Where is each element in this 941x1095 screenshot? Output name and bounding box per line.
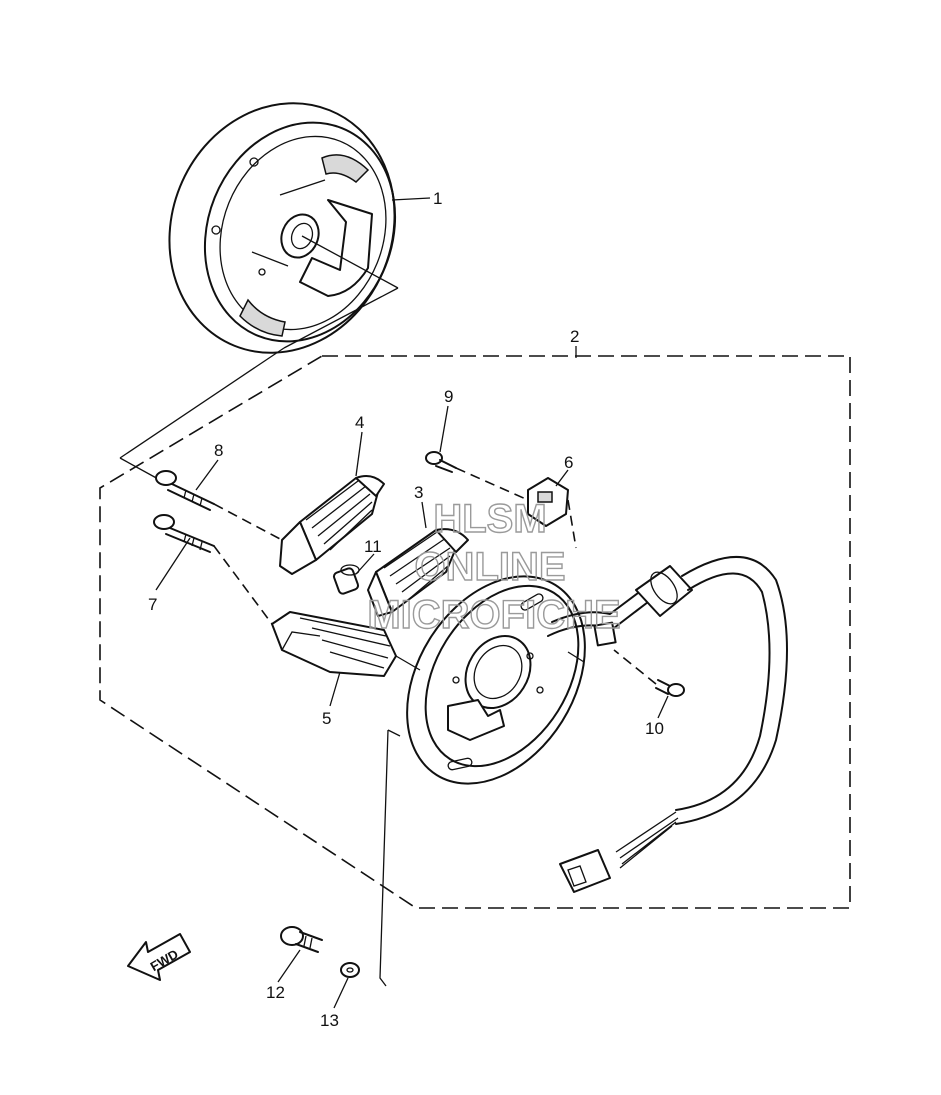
alignment-lines [213,467,657,987]
pickup-coil [527,477,569,527]
screw-10 [655,679,685,697]
watermark: HLSM ONLINE MICROFICHE [367,496,622,637]
screw-8 [155,470,215,511]
washer-13 [340,962,360,978]
callout-2: 2 [570,327,579,346]
callout-11: 11 [364,537,382,556]
stator-assembly-boundary [99,355,851,909]
lower-stator-coil [271,611,397,677]
wire-harness [547,555,788,893]
fwd-arrow: FWD [127,933,191,981]
screw-12 [280,926,323,953]
callout-4: 4 [355,413,364,432]
upper-stator-coil [279,475,385,575]
middle-stator-coil [367,528,469,617]
callout-13: 13 [320,1011,339,1030]
callout-6: 6 [564,453,573,472]
callout-5: 5 [322,709,331,728]
callout-8: 8 [214,441,223,460]
flywheel-rotor [168,102,399,354]
watermark-line3: MICROFICHE [367,593,620,637]
leader-lines [155,197,669,1009]
callout-10: 10 [645,719,664,738]
callout-9: 9 [444,387,453,406]
collar [332,564,360,595]
callout-7: 7 [148,595,157,614]
stator-base-plate [406,575,586,785]
watermark-line2: ONLINE [414,545,565,589]
callout-12: 12 [266,983,285,1002]
callout-1: 1 [433,189,442,208]
callout-3: 3 [414,483,423,502]
screw-9 [425,451,457,473]
screw-7 [153,514,215,553]
watermark-line1: HLSM [433,497,546,541]
callout-labels: 1 2 3 4 5 6 7 8 9 10 11 12 13 [148,189,664,1030]
